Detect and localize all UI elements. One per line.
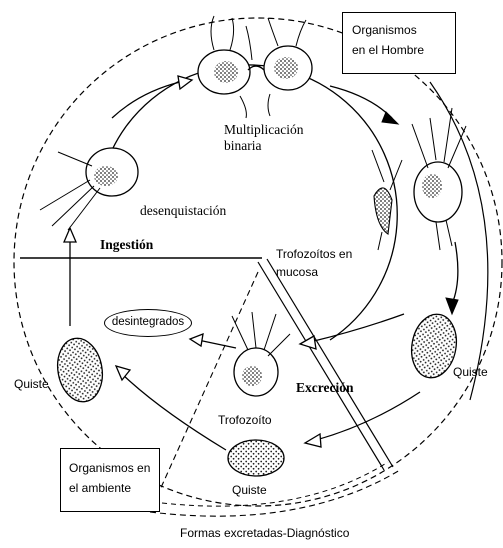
cyst-icon bbox=[228, 440, 284, 476]
arrowhead-icon bbox=[300, 336, 316, 349]
environment-box-line-1: Organismos en bbox=[69, 458, 159, 478]
cyst-left-label: Quiste bbox=[14, 378, 49, 392]
cyst-icon bbox=[53, 335, 107, 406]
arrowhead-icon bbox=[116, 366, 130, 380]
host-box-line-2: en el Hombre bbox=[352, 40, 455, 60]
trophozoite-icon bbox=[40, 148, 138, 230]
environment-organisms-box: Organismos en el ambiente bbox=[60, 448, 160, 512]
trophozoite-icon bbox=[232, 312, 290, 396]
excretion-label: Excreción bbox=[296, 380, 354, 396]
arrowhead-icon bbox=[305, 434, 321, 447]
trophozoites-mucosa-label: Trofozoítos en bbox=[276, 248, 352, 262]
arrowhead-icon bbox=[190, 334, 203, 346]
excystation-label: desenquistación bbox=[140, 203, 226, 219]
excretion-double-line bbox=[258, 259, 393, 470]
dividing-trophozoite-icon bbox=[198, 16, 312, 118]
arrowhead-icon bbox=[178, 76, 192, 89]
arrowhead-icon bbox=[382, 112, 398, 124]
arrowhead-icon bbox=[64, 228, 76, 242]
environment-box-line-2: el ambiente bbox=[69, 478, 159, 498]
trophozoite-label: Trofozoíto bbox=[218, 414, 272, 428]
cyst-bottom-label: Quiste bbox=[232, 484, 267, 498]
host-organisms-box: Organismos en el Hombre bbox=[342, 12, 456, 74]
diagnostic-caption: Formas excretadas-Diagnóstico bbox=[180, 527, 349, 541]
disintegrated-oval: desintegrados bbox=[104, 309, 192, 337]
trophozoite-icon bbox=[372, 108, 466, 250]
arrowhead-icon bbox=[446, 298, 458, 314]
mucosa-label: mucosa bbox=[276, 266, 318, 280]
host-box-line-1: Organismos bbox=[352, 20, 455, 40]
multiplication-label: Multiplicación bbox=[224, 122, 303, 138]
binary-label: binaria bbox=[224, 138, 261, 154]
cyst-right-label: Quiste bbox=[453, 366, 488, 380]
ingestion-label: Ingestión bbox=[100, 237, 153, 253]
environment-triangle bbox=[150, 272, 400, 516]
